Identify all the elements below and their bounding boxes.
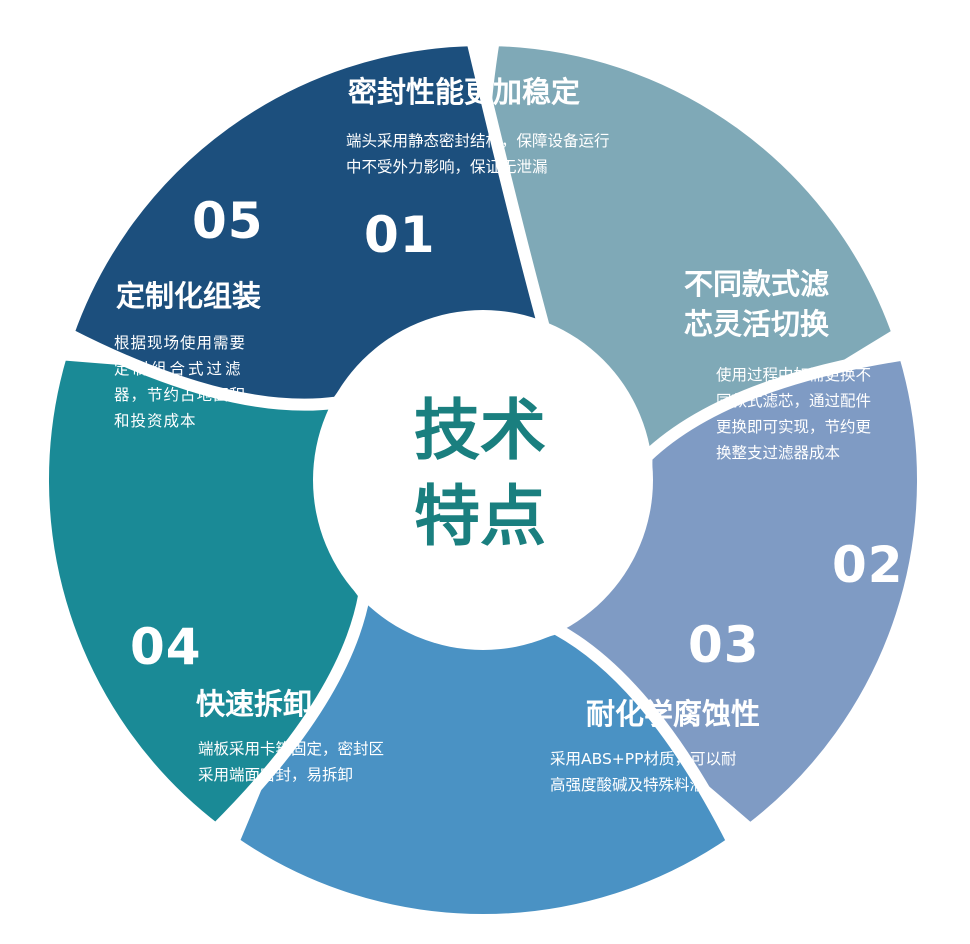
center-title-line-2: 特点 [414,478,546,555]
feature-05-title: 定制化组装 [116,279,262,313]
segment-05 [62,34,555,411]
feature-04-number: 04 [130,618,202,676]
feature-02-title: 不同款式滤 芯灵活切换 [684,267,830,341]
feature-01-number: 01 [364,206,436,264]
feature-05-description: 根据现场使用需要 定制组合式过滤 器，节约占地面积 和投资成本 [114,334,247,430]
feature-01-description: 端头采用静态密封结构，保障设备运行 中不受外力影响，保证无泄漏 [346,132,610,176]
center-title-line-1: 技术 [414,392,546,469]
feature-05-number: 05 [192,192,264,250]
feature-02-description: 使用过程中如需更换不 同款式滤芯，通过配件 更换即可实现，节约更 换整支过滤器成… [716,366,872,462]
feature-04-title: 快速拆卸 [196,687,313,721]
feature-03-description: 采用ABS+PP材质，可以耐 高强度酸碱及特殊料液 [550,750,737,794]
center-hub [313,310,653,650]
feature-01-title: 密封性能更加稳定 [348,75,581,109]
feature-03-title: 耐化学腐蚀性 [586,697,761,731]
feature-02-number: 02 [832,536,904,594]
center-title: 技术 特点 [360,388,600,560]
feature-04-description: 端板采用卡箍固定，密封区 采用端面密封，易拆卸 [198,740,385,784]
feature-03-number: 03 [688,616,760,674]
